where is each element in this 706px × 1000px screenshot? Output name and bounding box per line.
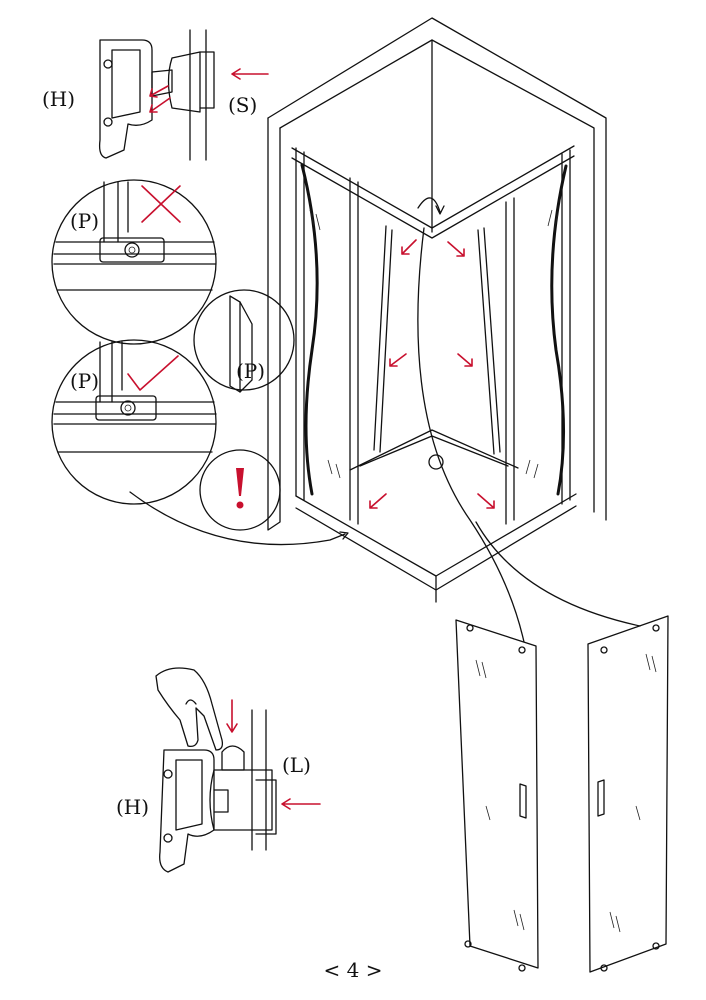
wrong-position-detail: (P) xyxy=(51,179,217,345)
profile-detail: (P) xyxy=(193,289,295,393)
label-profile-detail: (P) xyxy=(236,359,265,383)
door-panel-left xyxy=(455,619,539,972)
label-seal-top: (S) xyxy=(228,93,257,117)
label-hinge-top: (H) xyxy=(42,87,75,111)
shower-enclosure xyxy=(267,17,607,603)
bottom-hinge-detail: (H) (L) xyxy=(116,667,321,873)
page-number: < 4 > xyxy=(324,958,383,982)
top-hinge-detail: (H) (S) xyxy=(42,29,269,161)
door-panel-right xyxy=(587,615,669,973)
label-lever: (L) xyxy=(282,753,311,777)
red-check-icon xyxy=(127,355,179,391)
red-x-icon xyxy=(141,185,181,223)
label-hinge-bottom: (H) xyxy=(116,795,149,819)
label-profile-right: (P) xyxy=(70,369,99,393)
exclamation-icon xyxy=(236,468,244,509)
label-profile-wrong: (P) xyxy=(70,209,99,233)
correct-position-detail: (P) xyxy=(51,339,217,505)
